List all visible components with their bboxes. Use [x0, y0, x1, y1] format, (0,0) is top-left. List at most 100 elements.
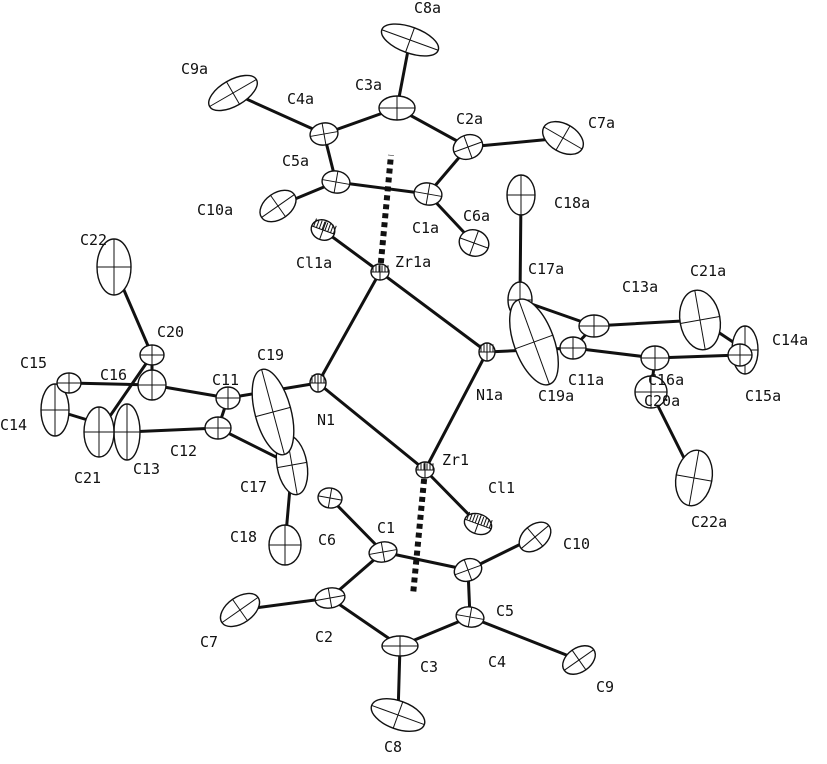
atom-label-c10: C10 [563, 535, 590, 553]
atom-label-c20a: C20a [644, 392, 680, 410]
atom-c16 [137, 369, 167, 401]
atom-label-c1: C1 [377, 519, 395, 537]
atom-label-c21a: C21a [690, 262, 726, 280]
atom-c4 [455, 606, 485, 628]
atom-cl1a [310, 218, 337, 241]
atom-n1 [309, 373, 327, 393]
atom-label-cl1: Cl1 [488, 479, 515, 497]
atom-label-c7a: C7a [588, 114, 615, 132]
atom-c1 [368, 541, 398, 563]
atom-c7 [219, 592, 261, 628]
atom-c18a [506, 174, 536, 216]
bond-zr1a-n1 [316, 270, 382, 385]
atom-label-c12: C12 [170, 442, 197, 460]
atom-c20 [139, 344, 165, 366]
atom-label-cl1a: Cl1a [296, 254, 332, 272]
atom-zr1a [370, 263, 390, 281]
atom-label-c7: C7 [200, 633, 218, 651]
atom-label-c6: C6 [318, 531, 336, 549]
atom-label-c9: C9 [596, 678, 614, 696]
atom-n1a [478, 342, 496, 362]
atom-c10 [518, 521, 552, 553]
atom-label-c3: C3 [420, 658, 438, 676]
atom-c7a [542, 120, 584, 156]
atom-label-c3a: C3a [355, 76, 382, 94]
atom-c22a [674, 449, 714, 507]
atom-label-c16a: C16a [648, 371, 684, 389]
atom-label-c22a: C22a [691, 513, 727, 531]
centroid-bond-zr1a [377, 154, 394, 273]
atom-c8 [370, 698, 426, 732]
atom-c22 [96, 238, 132, 296]
bond-c5a-c1a [334, 180, 430, 196]
atom-c1a [413, 182, 443, 206]
atom-c16a [640, 345, 670, 371]
atom-label-c4a: C4a [287, 90, 314, 108]
bond-zr1-n1 [316, 381, 427, 472]
atom-c11a [559, 336, 587, 360]
bond-c4a-c9a [231, 91, 326, 136]
atom-c6a [458, 229, 490, 257]
atom-label-c5a: C5a [282, 152, 309, 170]
atom-label-n1a: N1a [476, 386, 503, 404]
atom-label-c9a: C9a [181, 60, 208, 78]
atom-label-zr1a: Zr1a [395, 253, 431, 271]
atom-c12 [204, 416, 232, 440]
atom-label-c10a: C10a [197, 201, 233, 219]
atom-label-c17a: C17a [528, 260, 564, 278]
atom-c13 [113, 403, 141, 461]
atom-c9a [208, 74, 258, 112]
atom-label-c17: C17 [240, 478, 267, 496]
atom-label-c18: C18 [230, 528, 257, 546]
bond-zr1a-n1a [378, 270, 489, 354]
atom-c15 [56, 372, 82, 394]
atom-c13a [578, 314, 610, 338]
atom-c2a [452, 133, 484, 161]
atom-label-c15a: C15a [745, 387, 781, 405]
atom-c6 [317, 487, 343, 509]
atom-zr1 [415, 461, 435, 479]
atom-c21 [83, 406, 115, 458]
atom-c11 [215, 386, 241, 410]
bond-c5-c1 [381, 550, 470, 572]
atom-label-c1a: C1a [412, 219, 439, 237]
atom-c3 [381, 635, 419, 657]
atom-label-c5: C5 [496, 602, 514, 620]
atom-c8a [380, 23, 440, 57]
atom-c20a [634, 375, 668, 409]
atom-label-c11: C11 [212, 371, 239, 389]
atom-c18 [268, 524, 302, 566]
bond-c12-c13 [125, 426, 220, 434]
atom-c19 [251, 368, 295, 456]
atom-c5 [453, 557, 483, 583]
bond-zr1-n1a [423, 350, 489, 472]
atom-label-c2a: C2a [456, 110, 483, 128]
atom-c2 [314, 587, 346, 609]
atom-c14 [40, 383, 70, 437]
bond-c4-c9 [468, 615, 581, 662]
centroid-bonds-group [377, 154, 428, 596]
atom-label-c19a: C19a [538, 387, 574, 405]
atom-label-c8: C8 [384, 738, 402, 756]
atom-c5a [321, 170, 351, 194]
atom-cl1 [463, 511, 493, 536]
atom-c9 [562, 645, 596, 675]
bond-c1-c6 [328, 496, 385, 554]
atom-c4a [309, 122, 339, 146]
atom-label-c14: C14 [0, 416, 27, 434]
atom-label-c20: C20 [157, 323, 184, 341]
centroid-bond-zr1 [410, 469, 428, 596]
atom-label-zr1: Zr1 [442, 451, 469, 469]
atom-label-c22: C22 [80, 231, 107, 249]
atom-label-c13: C13 [133, 460, 160, 478]
atom-label-c8a: C8a [414, 0, 441, 17]
atom-label-c4: C4 [488, 653, 506, 671]
atom-label-c13a: C13a [622, 278, 658, 296]
atom-c15a [727, 343, 753, 367]
atom-label-c19: C19 [257, 346, 284, 364]
atom-label-c11a: C11a [568, 371, 604, 389]
atom-c21a [678, 289, 722, 351]
